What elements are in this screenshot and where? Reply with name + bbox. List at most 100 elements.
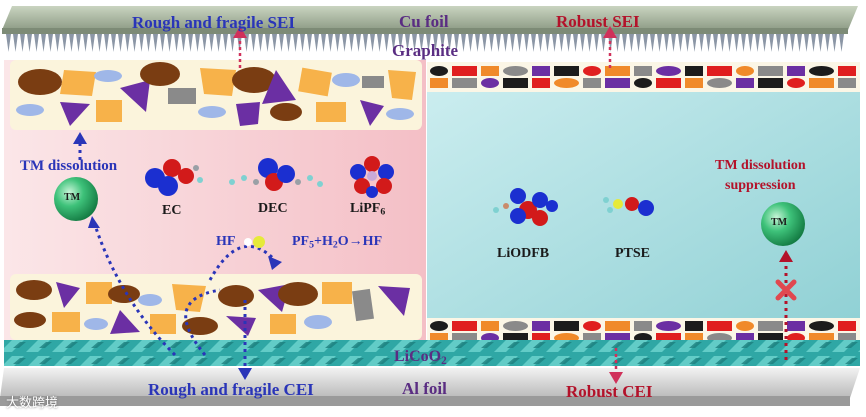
graphite-tooth bbox=[132, 34, 137, 52]
graphite-tooth bbox=[622, 34, 627, 52]
rough-cei-layer bbox=[10, 274, 422, 340]
sei-particle bbox=[809, 333, 834, 343]
al-foil-plate bbox=[0, 368, 860, 406]
sei-particle bbox=[605, 78, 630, 88]
graphite-tooth bbox=[573, 34, 578, 52]
graphite-tooth bbox=[566, 34, 571, 52]
licoo2-main: LiCoO bbox=[394, 348, 442, 365]
sei-particle bbox=[481, 66, 499, 76]
robust-sei-particles bbox=[430, 66, 856, 88]
graphite-tooth bbox=[657, 34, 662, 52]
hf-label: HF bbox=[216, 234, 236, 249]
graphite-tooth bbox=[230, 34, 235, 52]
graphite-tooth bbox=[139, 34, 144, 52]
sei-particle bbox=[634, 66, 652, 76]
graphite-tooth bbox=[146, 34, 151, 52]
sei-particle bbox=[809, 321, 834, 331]
graphite-tooth bbox=[83, 34, 88, 52]
graphite-tooth bbox=[223, 34, 228, 52]
graphite-tooth bbox=[671, 34, 676, 52]
graphite-tooth bbox=[734, 34, 739, 52]
graphite-tooth bbox=[811, 34, 816, 52]
graphite-tooth bbox=[251, 34, 256, 52]
graphite-tooth bbox=[90, 34, 95, 52]
graphite-tooth bbox=[447, 34, 452, 52]
eq-h2o-subscript: 2 bbox=[332, 239, 338, 251]
sei-particle bbox=[554, 78, 579, 88]
graphite-tooth bbox=[391, 34, 396, 52]
graphite-tooth bbox=[13, 34, 18, 52]
graphite-tooth bbox=[454, 34, 459, 52]
sei-particle bbox=[452, 66, 477, 76]
graphite-tooth bbox=[783, 34, 788, 52]
graphite-tooth bbox=[678, 34, 683, 52]
graphite-tooth bbox=[272, 34, 277, 52]
graphite-tooth bbox=[286, 34, 291, 52]
sei-particle bbox=[503, 321, 528, 331]
arrow-head-hf bbox=[268, 256, 282, 270]
sei-particle bbox=[605, 333, 630, 343]
graphite-tooth bbox=[762, 34, 767, 52]
ec-label: EC bbox=[162, 203, 182, 218]
arrow-head-tm-sphere bbox=[88, 216, 100, 228]
graphite-tooth bbox=[20, 34, 25, 52]
graphite-tooth bbox=[167, 34, 172, 52]
sei-particle bbox=[736, 321, 754, 331]
graphite-tooth bbox=[174, 34, 179, 52]
lipf6-molecule-icon bbox=[350, 156, 394, 198]
graphite-tooth bbox=[48, 34, 53, 52]
graphite-tooth bbox=[524, 34, 529, 52]
al-foil-label: Al foil bbox=[402, 379, 447, 398]
graphite-tooth bbox=[818, 34, 823, 52]
ptse-label: PTSE bbox=[615, 246, 651, 261]
sei-particle bbox=[685, 66, 703, 76]
graphite-tooth bbox=[587, 34, 592, 52]
graphite-tooth bbox=[482, 34, 487, 52]
eq-h2o: +H bbox=[314, 234, 333, 249]
sei-particle bbox=[532, 333, 550, 343]
lipf6-main: LiPF bbox=[350, 201, 381, 216]
arrow-head-sei-left bbox=[233, 26, 247, 38]
sei-particle bbox=[656, 321, 681, 331]
graphite-tooth bbox=[321, 34, 326, 52]
graphite-tooth bbox=[398, 34, 403, 52]
graphite-tooth bbox=[510, 34, 515, 52]
graphite-tooth bbox=[643, 34, 648, 52]
sei-particle bbox=[685, 321, 703, 331]
sei-particle bbox=[758, 66, 783, 76]
graphite-tooth bbox=[615, 34, 620, 52]
graphite-tooth bbox=[195, 34, 200, 52]
sei-particle bbox=[532, 321, 550, 331]
robust-cei-label: Robust CEI bbox=[566, 382, 653, 401]
graphite-tooth bbox=[538, 34, 543, 52]
cu-foil-label: Cu foil bbox=[399, 12, 449, 31]
graphite-tooth bbox=[825, 34, 830, 52]
eq-rest: O→HF bbox=[337, 234, 383, 249]
sei-particle bbox=[583, 321, 601, 331]
graphite-tooth bbox=[664, 34, 669, 52]
sei-particle bbox=[481, 78, 499, 88]
graphite-tooth bbox=[62, 34, 67, 52]
sei-particle bbox=[736, 66, 754, 76]
graphite-tooth bbox=[503, 34, 508, 52]
sei-particle bbox=[787, 78, 805, 88]
robust-sei-layer bbox=[427, 62, 860, 92]
graphite-tooth bbox=[69, 34, 74, 52]
graphite-tooth bbox=[741, 34, 746, 52]
rough-sei-label: Rough and fragile SEI bbox=[132, 13, 295, 32]
ec-molecule-icon bbox=[145, 159, 203, 196]
sei-particle bbox=[787, 321, 805, 331]
sei-particle bbox=[838, 78, 856, 88]
robust-cei-particles bbox=[430, 321, 856, 343]
graphite-tooth bbox=[118, 34, 123, 52]
sei-particle bbox=[787, 66, 805, 76]
graphite-tooth bbox=[650, 34, 655, 52]
graphite-tooth bbox=[531, 34, 536, 52]
tm-dissolution-label: TM dissolution bbox=[20, 158, 118, 174]
graphite-tooth bbox=[202, 34, 207, 52]
graphite-tooth bbox=[797, 34, 802, 52]
sei-particle bbox=[838, 66, 856, 76]
graphite-tooth bbox=[328, 34, 333, 52]
